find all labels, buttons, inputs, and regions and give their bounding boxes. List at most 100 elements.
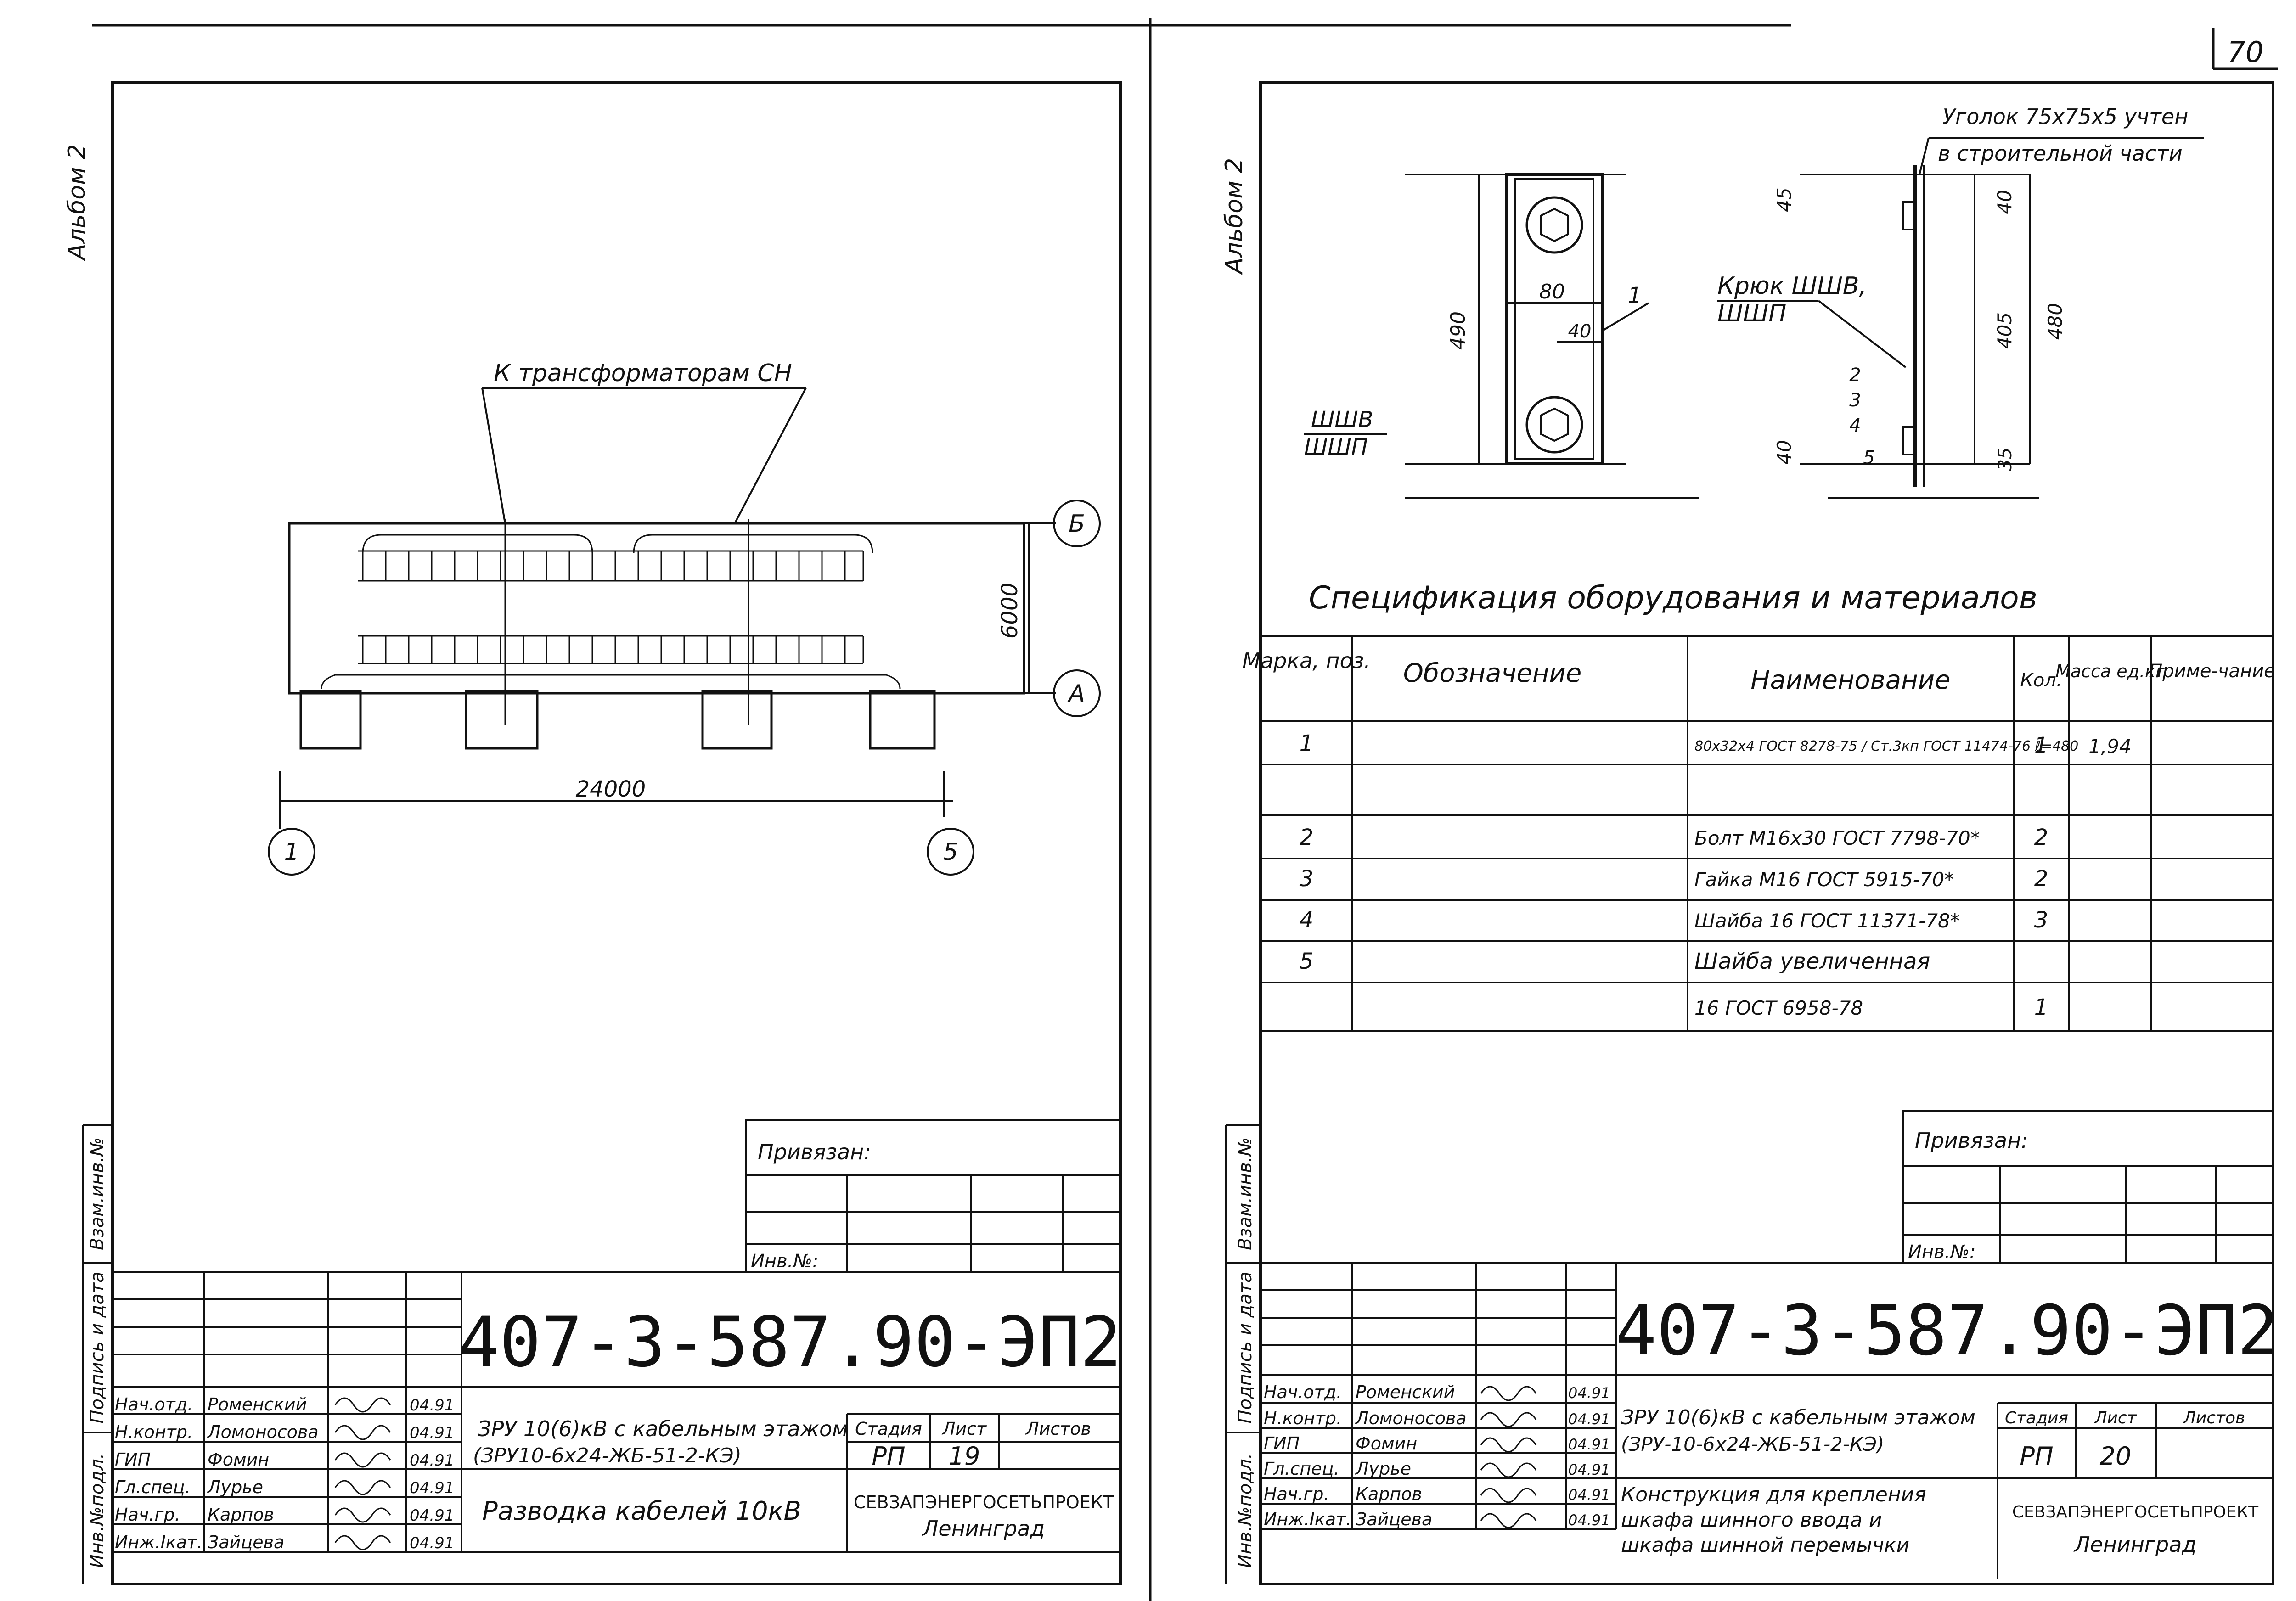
right-sheet: 20 bbox=[2100, 1442, 2132, 1471]
spec-h-note: Приме-чание bbox=[2149, 661, 2275, 682]
right-name-2: Фомин bbox=[1356, 1433, 1417, 1454]
right-role-0: Нач.отд. bbox=[1264, 1382, 1342, 1402]
label-shp: ШШП bbox=[1304, 434, 1368, 460]
left-name-2: Фомин bbox=[208, 1449, 269, 1470]
right-role-4: Нач.гр. bbox=[1264, 1484, 1329, 1504]
left-margin-sign: Подпись и дата bbox=[87, 1271, 108, 1423]
right-margin-sign: Подпись и дата bbox=[1235, 1271, 1256, 1423]
right-date-2: 04.91 bbox=[1568, 1436, 1610, 1453]
left-name-1: Ломоносова bbox=[207, 1422, 319, 1442]
right-role-5: Инж.Iкат. bbox=[1264, 1509, 1351, 1529]
spec-r2-name: Болт М16х30 ГОСТ 7798-70* bbox=[1694, 827, 1980, 849]
right-org: СЕВЗАПЭНЕРГОСЕТЬПРОЕКТ bbox=[2012, 1503, 2259, 1522]
label-shv: ШШВ bbox=[1311, 407, 1373, 433]
spec-r0-name: 80х32х4 ГОСТ 8278-75 / Ст.3кп ГОСТ 11474… bbox=[1694, 738, 2078, 754]
right-name-5: Зайцева bbox=[1356, 1509, 1432, 1529]
left-role-5: Инж.Iкат. bbox=[115, 1532, 203, 1552]
spec-r4-qty: 3 bbox=[2034, 907, 2048, 933]
pos-1: 1 bbox=[1628, 283, 1642, 309]
left-org: СЕВЗАПЭНЕРГОСЕТЬПРОЕКТ bbox=[854, 1492, 1114, 1512]
pos-3: 3 bbox=[1849, 390, 1861, 411]
right-code: 407-3-587.90-ЭП2 bbox=[1615, 1291, 2279, 1371]
dim-40b: 40 bbox=[1993, 190, 2016, 214]
axis-1: 1 bbox=[284, 838, 299, 866]
dim-height: 6000 bbox=[997, 583, 1023, 639]
right-margin-inv: Инв.№подл. bbox=[1235, 1453, 1256, 1568]
kryuk-line2: ШШП bbox=[1717, 300, 1786, 327]
right-role-2: ГИП bbox=[1264, 1433, 1300, 1454]
ugolok-line2: в строительной части bbox=[1938, 141, 2183, 166]
left-date-3: 04.91 bbox=[410, 1479, 454, 1497]
left-privyazan: Привязан: bbox=[758, 1140, 871, 1164]
right-sheet-title-l2: шкафа шинного ввода и bbox=[1621, 1508, 1882, 1532]
spec-r3-name: Гайка М16 ГОСТ 5915-70* bbox=[1694, 868, 1954, 891]
left-sheet: Альбом 2 Инв.№подл. Подпись и дата Взам.… bbox=[63, 81, 1122, 1585]
dim-width: 24000 bbox=[576, 776, 646, 802]
dim-40c: 40 bbox=[1773, 440, 1795, 464]
right-sheet: Альбом 2 Инв.№подл. Подпись и дата Взам.… bbox=[1221, 81, 2279, 1585]
right-inv: Инв.№: bbox=[1908, 1241, 1975, 1263]
dim-35: 35 bbox=[1995, 448, 2016, 471]
left-name-4: Карпов bbox=[208, 1505, 274, 1525]
spec-r5-pos: 5 bbox=[1300, 949, 1314, 974]
left-margin-vzam: Взам.инв.№ bbox=[87, 1137, 108, 1250]
right-sheet-title-l3: шкафа шинной перемычки bbox=[1621, 1534, 1909, 1557]
right-name-4: Карпов bbox=[1356, 1484, 1422, 1504]
detail-side-view: Уголок 75х75х5 учтен в строительной част… bbox=[1717, 104, 2204, 499]
detail-front-view: 490 80 40 1 ШШВ ШШП bbox=[1304, 173, 1699, 499]
spec-table: Марка, поз. Обозначение Наименование Кол… bbox=[1242, 635, 2275, 1032]
axis-b: Б bbox=[1069, 510, 1085, 538]
right-privyazan: Привязан: bbox=[1915, 1128, 2028, 1153]
left-sheets-h: Листов bbox=[1025, 1419, 1091, 1439]
left-stage-h: Стадия bbox=[855, 1419, 922, 1439]
left-code: 407-3-587.90-ЭП2 bbox=[458, 1303, 1122, 1382]
right-project-line2: (ЗРУ-10-6х24-ЖБ-51-2-КЭ) bbox=[1621, 1433, 1884, 1455]
left-project-line1: ЗРУ 10(6)кВ с кабельным этажом bbox=[478, 1416, 848, 1441]
left-sheet: 19 bbox=[949, 1442, 980, 1471]
spec-r6-qty: 1 bbox=[2034, 994, 2048, 1020]
left-city: Ленинград bbox=[922, 1516, 1045, 1541]
right-date-1: 04.91 bbox=[1568, 1410, 1610, 1428]
cable-plan: К трансформаторам СН 24000 6000 bbox=[268, 360, 1101, 876]
spec-r2-pos: 2 bbox=[1300, 825, 1314, 850]
ugolok-line1: Уголок 75х75х5 учтен bbox=[1942, 104, 2188, 129]
right-role-1: Н.контр. bbox=[1264, 1408, 1342, 1428]
spec-h-oboz: Обозначение bbox=[1403, 658, 1582, 688]
right-margin-vzam: Взам.инв.№ bbox=[1235, 1137, 1256, 1250]
left-sheet-h: Лист bbox=[941, 1419, 987, 1439]
dim-45: 45 bbox=[1773, 187, 1795, 212]
spec-r3-qty: 2 bbox=[2034, 866, 2048, 892]
left-sheet-title: Разводка кабелей 10кВ bbox=[482, 1496, 801, 1526]
right-name-1: Ломоносова bbox=[1355, 1408, 1467, 1428]
spec-r4-pos: 4 bbox=[1300, 907, 1314, 933]
left-margin-inv: Инв.№подл. bbox=[87, 1453, 108, 1568]
spec-r0-mass: 1,94 bbox=[2088, 735, 2132, 758]
left-stage: РП bbox=[872, 1442, 905, 1471]
leader-label: К трансформаторам СН bbox=[494, 360, 792, 387]
spec-h-qty: Кол. bbox=[2020, 670, 2062, 691]
right-name-0: Роменский bbox=[1356, 1382, 1455, 1402]
spec-h-mass: Масса ед.кг bbox=[2055, 661, 2165, 681]
right-stage-h: Стадия bbox=[2005, 1409, 2068, 1427]
dim-40a: 40 bbox=[1568, 321, 1592, 342]
spec-r4-name: Шайба 16 ГОСТ 11371-78* bbox=[1694, 910, 1960, 932]
left-title-block: Привязан: Инв.№: 407-3-587.90-ЭП2 Нач.от… bbox=[113, 1119, 1122, 1553]
right-sheet-h: Лист bbox=[2093, 1409, 2137, 1427]
right-role-3: Гл.спец. bbox=[1264, 1459, 1339, 1479]
pos-5: 5 bbox=[1863, 447, 1874, 468]
spec-r0-qty: 1 bbox=[2034, 733, 2048, 758]
spec-r6-name: 16 ГОСТ 6958-78 bbox=[1694, 997, 1863, 1019]
left-role-2: ГИП bbox=[115, 1449, 151, 1470]
spec-r0-pos: 1 bbox=[1300, 730, 1314, 756]
right-sheet-title-l1: Конструкция для крепления bbox=[1621, 1483, 1926, 1506]
spec-r5-name: Шайба увеличенная bbox=[1694, 949, 1930, 974]
right-sheets-h: Листов bbox=[2183, 1409, 2245, 1427]
dim-405: 405 bbox=[1993, 312, 2016, 349]
left-name-0: Роменский bbox=[208, 1394, 307, 1415]
right-date-5: 04.91 bbox=[1568, 1511, 1610, 1529]
left-side-label: Альбом 2 bbox=[63, 144, 91, 261]
right-side-label: Альбом 2 bbox=[1221, 158, 1248, 275]
right-city: Ленинград bbox=[2073, 1532, 2196, 1557]
dim-490: 490 bbox=[1446, 311, 1470, 350]
